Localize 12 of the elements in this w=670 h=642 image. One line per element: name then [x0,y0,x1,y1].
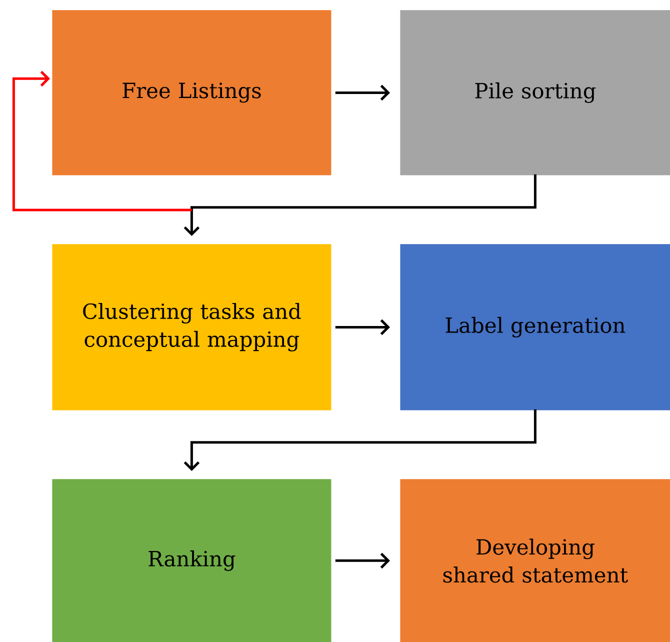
process-box: Pile sorting [400,10,670,176]
process-box: Ranking [52,479,332,642]
arrow [12,70,192,212]
arrow [335,319,390,336]
process-box: Free Listings [52,10,332,176]
process-box: Clustering tasks and conceptual mapping [52,244,332,410]
arrow [335,552,390,569]
arrow [184,409,536,471]
process-box: Label generation [400,244,670,410]
arrow [184,174,536,236]
process-box: Developing shared statement [400,479,670,642]
arrow [335,84,390,101]
